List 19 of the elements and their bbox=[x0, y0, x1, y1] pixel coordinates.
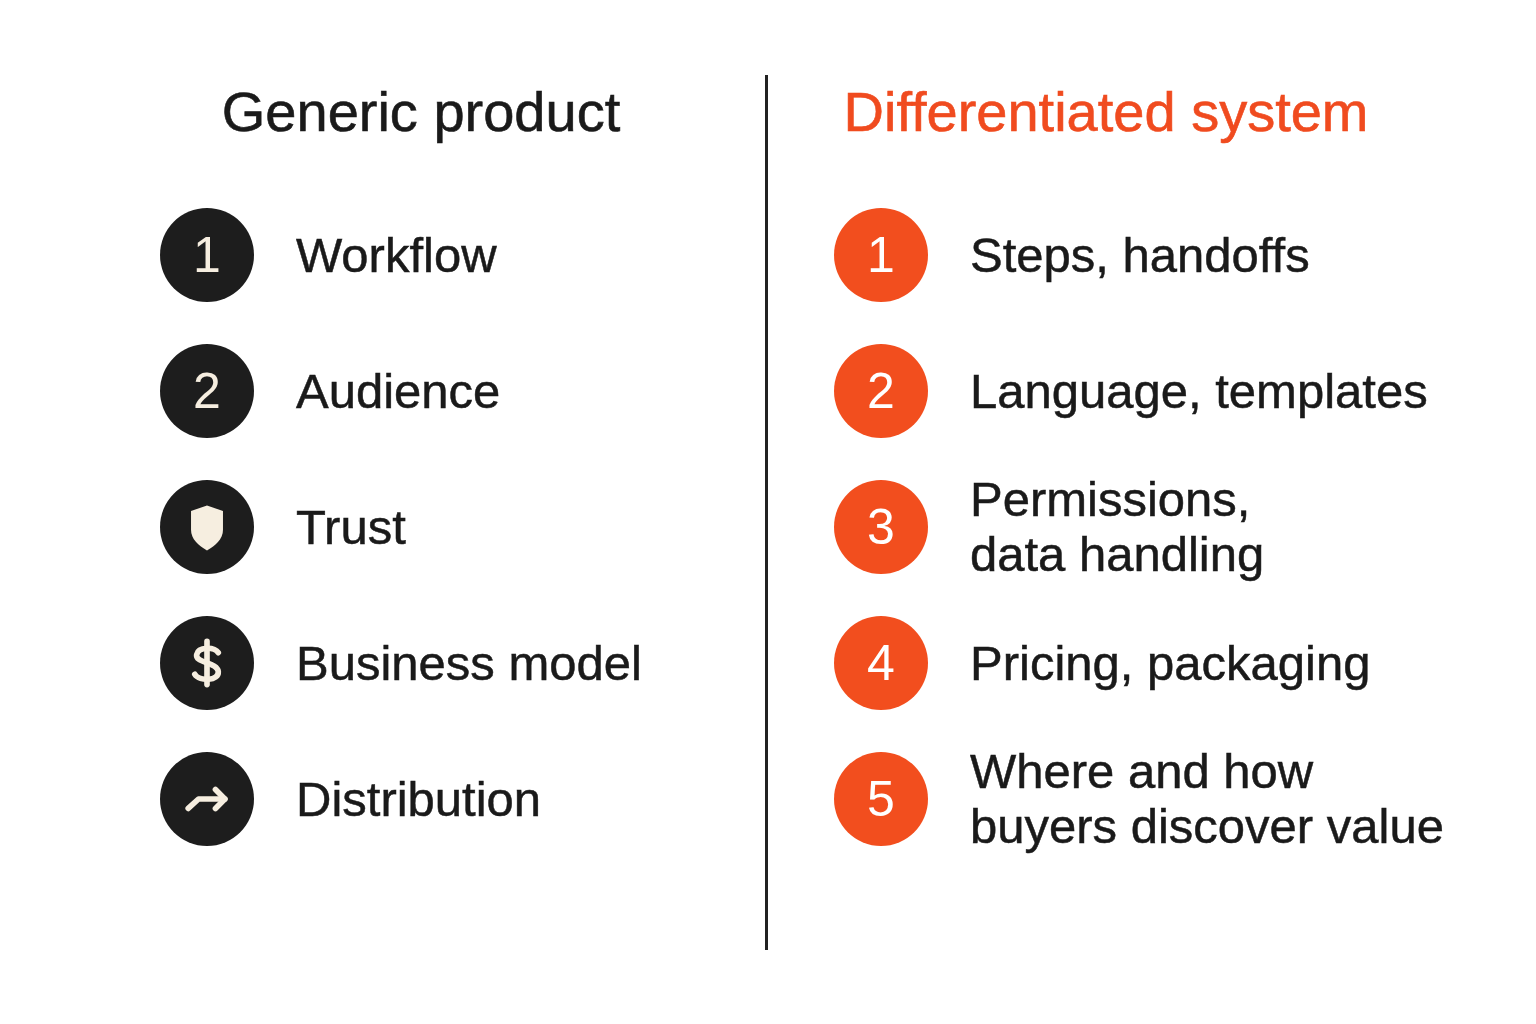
step-number-circle: 1 bbox=[160, 208, 254, 302]
step-number-circle: 2 bbox=[160, 344, 254, 438]
column-heading: Differentiated system bbox=[843, 80, 1369, 144]
item-label: Permissions, data handling bbox=[970, 472, 1266, 582]
step-number-circle: 2 bbox=[834, 344, 928, 438]
item-label: Workflow bbox=[296, 227, 498, 283]
item-label: Trust bbox=[296, 499, 407, 555]
item-label: Distribution bbox=[296, 771, 543, 827]
item-label: Steps, handoffs bbox=[970, 227, 1311, 283]
item-label: Audience bbox=[296, 363, 502, 419]
step-number-circle: 3 bbox=[834, 480, 928, 574]
step-number-circle: 1 bbox=[834, 208, 928, 302]
item-label: Business model bbox=[296, 635, 643, 691]
step-number-circle: 4 bbox=[834, 616, 928, 710]
step-number-circle: 5 bbox=[834, 752, 928, 846]
column-heading: Generic product bbox=[221, 80, 621, 144]
item-label: Pricing, packaging bbox=[970, 635, 1372, 691]
item-label: Where and how buyers discover value bbox=[970, 744, 1445, 854]
item-label: Language, templates bbox=[970, 363, 1429, 419]
